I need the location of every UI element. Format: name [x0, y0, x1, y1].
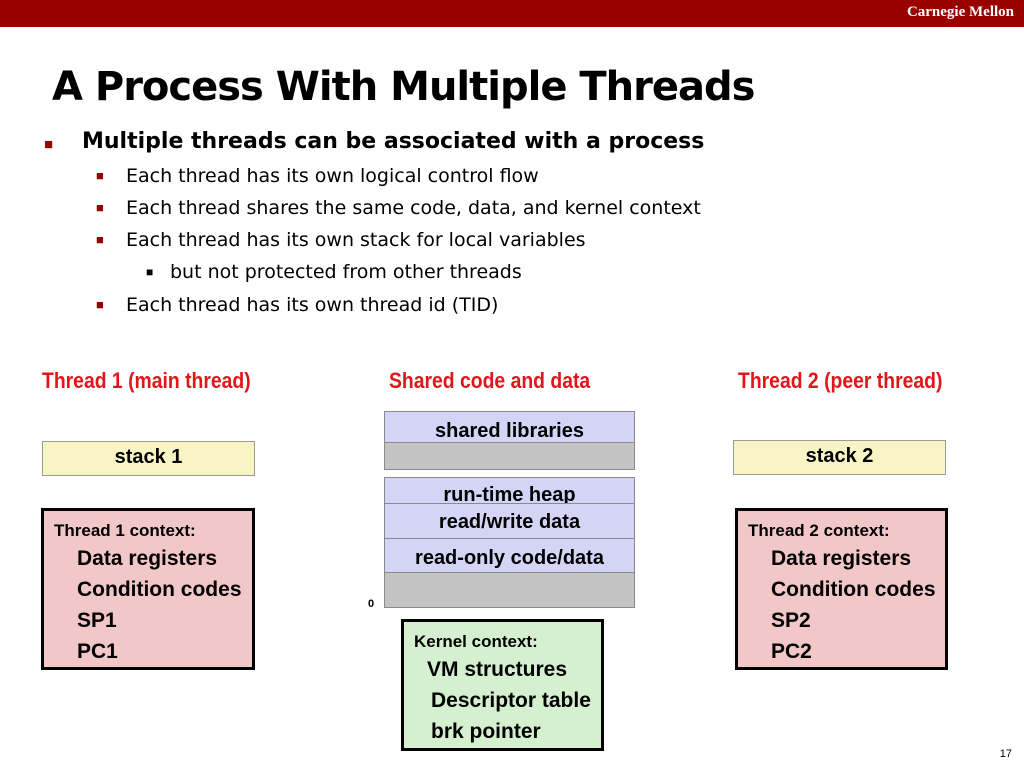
thread2-context-heading: Thread 2 context: — [748, 521, 890, 540]
thread2-heading: Thread 2 (peer thread) — [738, 368, 943, 393]
bullet-sub-4: Each thread has its own thread id (TID) — [126, 294, 499, 316]
bullet-marker-icon: ■ — [96, 232, 104, 247]
kernel-context-heading: Kernel context: — [414, 632, 538, 651]
kernel-context-line: Descriptor table — [431, 689, 591, 712]
thread1-heading: Thread 1 (main thread) — [42, 368, 251, 393]
bullet-main: Multiple threads can be associated with … — [82, 129, 705, 154]
thread2-context-line: Condition codes — [771, 578, 936, 601]
thread1-context-box: Thread 1 context: Data registers Conditi… — [41, 508, 255, 670]
thread2-context-line: PC2 — [771, 640, 812, 663]
thread2-context-box: Thread 2 context: Data registers Conditi… — [735, 508, 948, 670]
shared-heading: Shared code and data — [389, 368, 591, 393]
bullet-marker-icon: ■ — [96, 168, 104, 183]
stack2-box: stack 2 — [733, 440, 946, 475]
thread1-context-heading: Thread 1 context: — [54, 521, 196, 540]
thread2-context-line: SP2 — [771, 609, 811, 632]
ro-code-segment: read-only code/data — [384, 538, 635, 573]
reserved-segment — [384, 572, 635, 608]
bullet-subsub: but not protected from other threads — [170, 261, 522, 283]
kernel-context-box: Kernel context: VM structures Descriptor… — [401, 619, 604, 751]
shared-libraries-segment: shared libraries — [384, 411, 635, 443]
thread1-context-line: PC1 — [77, 640, 118, 663]
stack1-box: stack 1 — [42, 441, 255, 476]
kernel-context-line: brk pointer — [431, 720, 541, 743]
thread1-context-line: SP1 — [77, 609, 117, 632]
bullet-marker-icon: ■ — [96, 200, 104, 215]
bullet-sub-2: Each thread shares the same code, data, … — [126, 197, 701, 219]
thread1-context-line: Data registers — [77, 547, 218, 570]
page-number: 17 — [999, 748, 1012, 760]
header-bar: Carnegie Mellon — [0, 0, 1024, 27]
address-zero-label: 0 — [368, 598, 375, 610]
slide-title: A Process With Multiple Threads — [52, 64, 755, 110]
shared-libraries-gap — [384, 442, 635, 470]
thread1-context-line: Condition codes — [77, 578, 242, 601]
bullet-marker-icon: ■ — [146, 265, 154, 279]
bullet-sub-3: Each thread has its own stack for local … — [126, 229, 586, 251]
kernel-context-line: VM structures — [427, 658, 568, 681]
thread2-context-line: Data registers — [771, 547, 912, 570]
brand-label: Carnegie Mellon — [906, 4, 1014, 20]
rw-data-segment: read/write data — [384, 503, 635, 539]
heap-segment: run-time heap — [384, 477, 635, 504]
bullet-marker-icon: ■ — [96, 297, 104, 312]
bullet-marker-icon: ■ — [44, 136, 54, 153]
bullet-sub-1: Each thread has its own logical control … — [126, 165, 539, 187]
